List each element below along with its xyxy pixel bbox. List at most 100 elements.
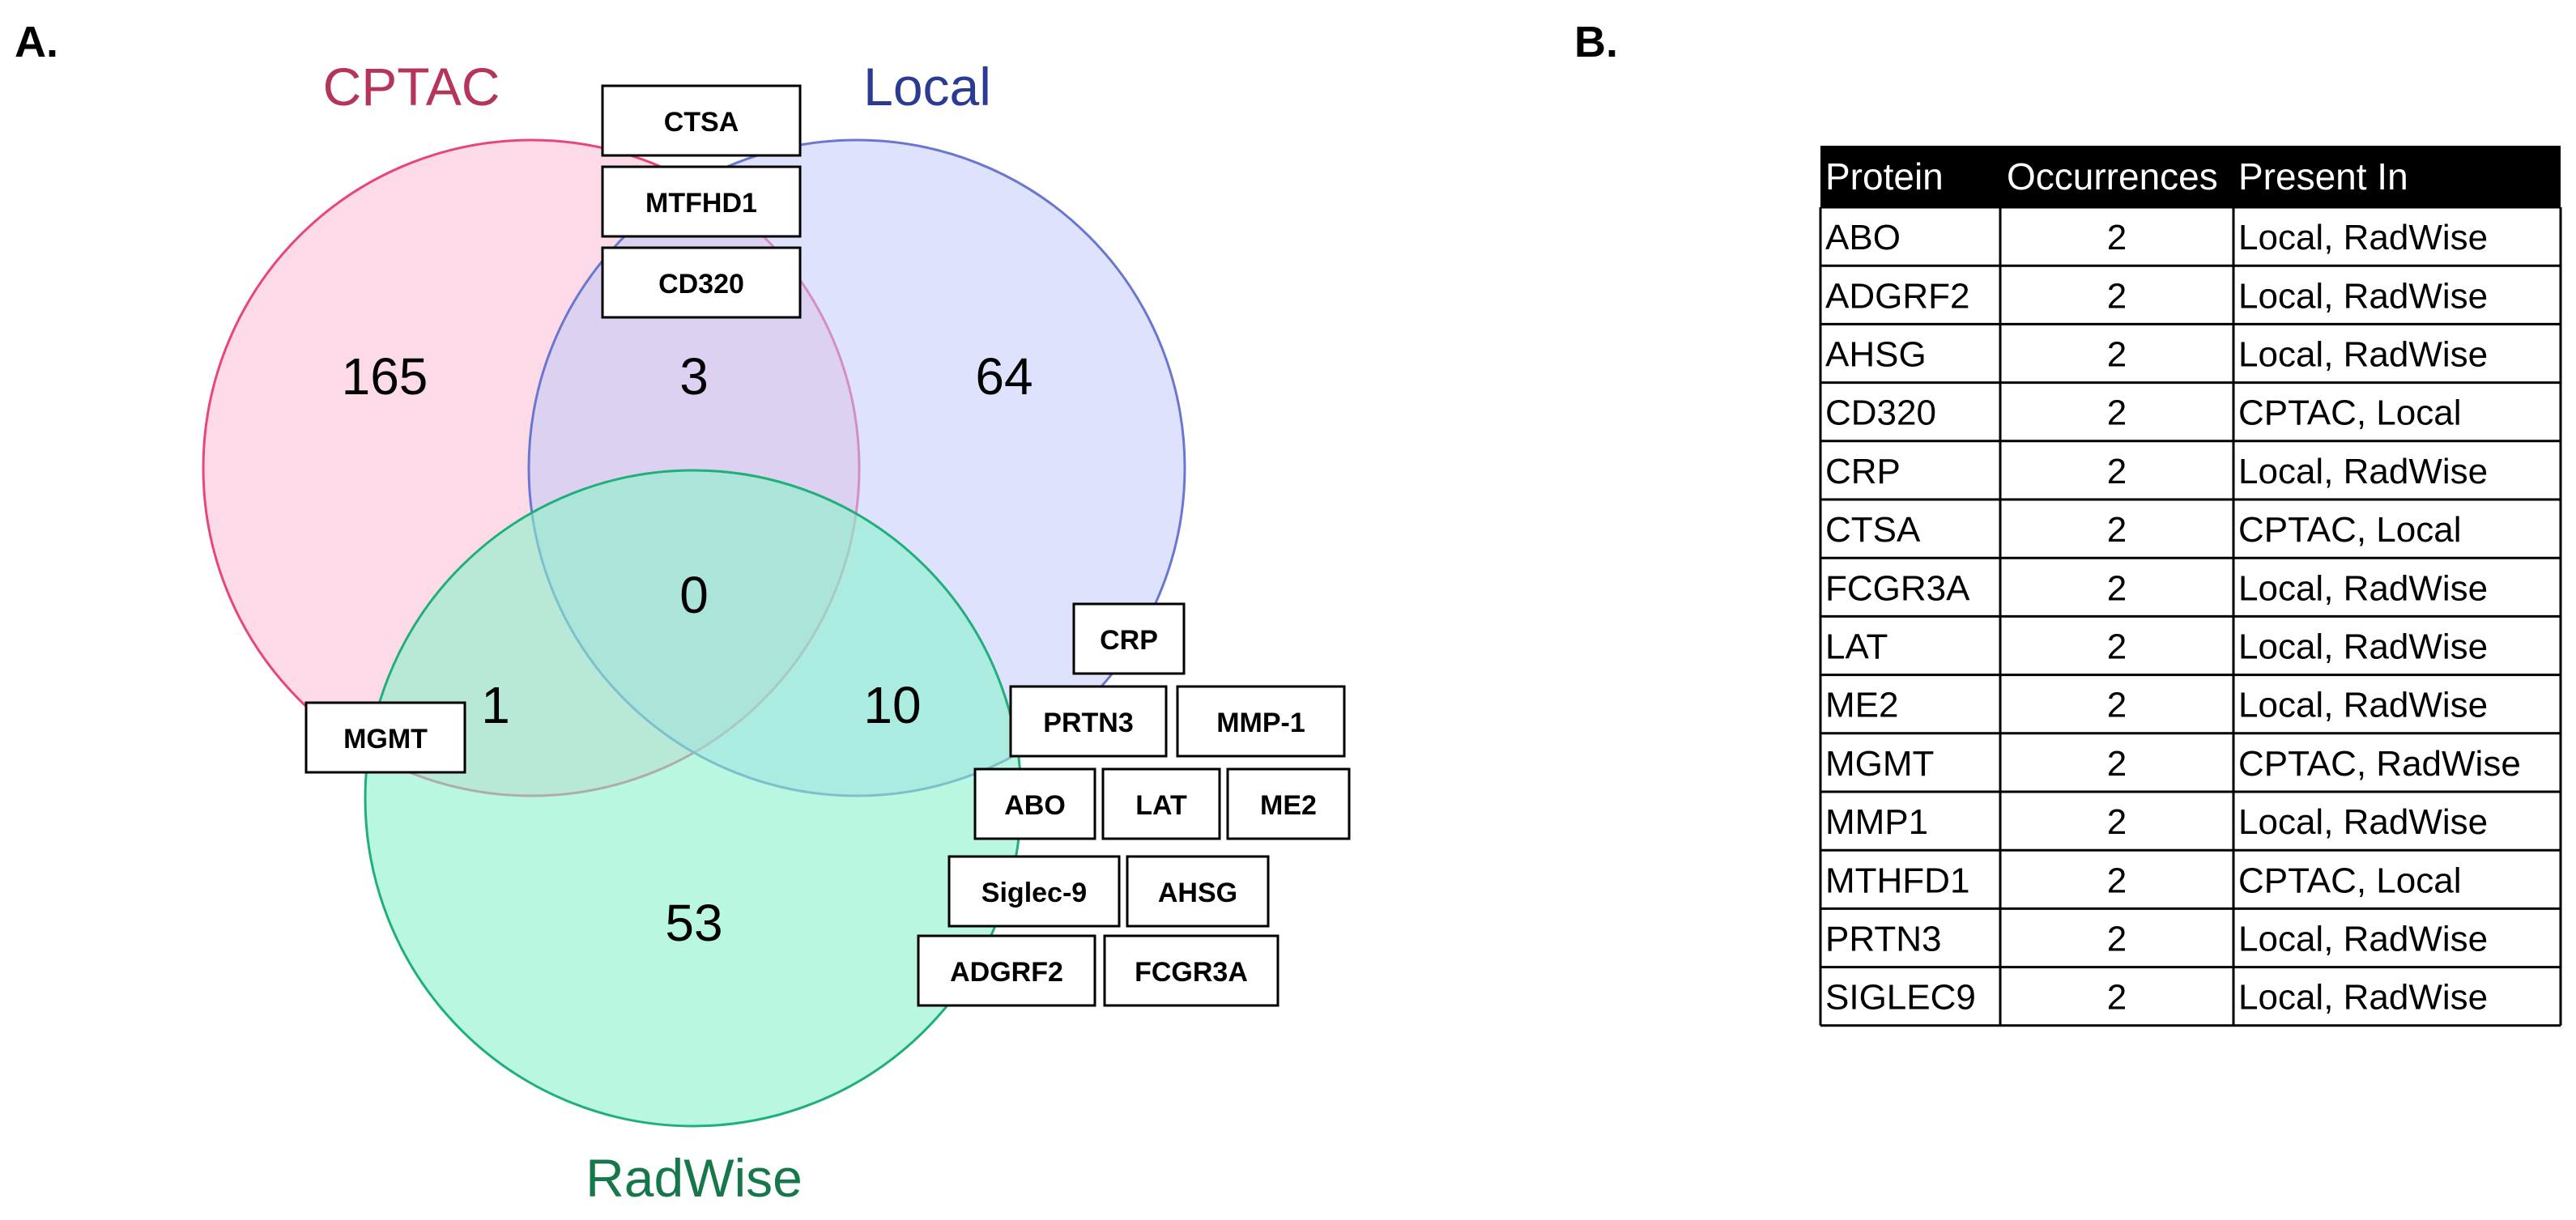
table-cell-protein: CRP	[1825, 452, 1901, 491]
count-radwise-only: 53	[665, 894, 722, 952]
svg-text:ADGRF2: ADGRF2	[950, 957, 1063, 988]
panel-a: A. CPTAC Local RadWise 165 3 64 0 1 10 5…	[15, 18, 1351, 1208]
svg-text:CD320: CD320	[658, 269, 744, 300]
table-row: ME2 2 Local, RadWise	[1825, 686, 2488, 725]
table-cell-protein: AHSG	[1825, 335, 1927, 375]
set-title-local: Local	[863, 57, 991, 117]
table-cell-present-in: Local, RadWise	[2238, 218, 2488, 257]
table-cell-present-in: CPTAC, Local	[2238, 861, 2462, 900]
table-cell-present-in: Local, RadWise	[2238, 686, 2488, 725]
table-cell-occurrences: 2	[2107, 861, 2127, 900]
table-row: CTSA 2 CPTAC, Local	[1825, 510, 2462, 550]
svg-text:Siglec-9: Siglec-9	[981, 878, 1087, 908]
table-row: PRTN3 2 Local, RadWise	[1825, 920, 2488, 959]
table-cell-present-in: Local, RadWise	[2238, 568, 2488, 608]
table-cell-occurrences: 2	[2107, 335, 2127, 375]
svg-text:CTSA: CTSA	[664, 107, 739, 138]
table-cell-occurrences: 2	[2107, 627, 2127, 667]
table-cell-protein: PRTN3	[1825, 920, 1941, 959]
table-cell-occurrences: 2	[2107, 802, 2127, 842]
table-cell-present-in: Local, RadWise	[2238, 452, 2488, 491]
tag-me2: ME2	[1226, 767, 1351, 840]
svg-text:CRP: CRP	[1100, 625, 1158, 656]
tag-mmp-1: MMP-1	[1176, 685, 1346, 758]
table-cell-present-in: CPTAC, RadWise	[2238, 744, 2521, 784]
count-cptac-local: 3	[679, 347, 709, 406]
table-cell-present-in: Local, RadWise	[2238, 978, 2488, 1018]
table-cell-protein: LAT	[1825, 627, 1888, 667]
tag-cd320: CD320	[601, 246, 802, 319]
table-cell-occurrences: 2	[2107, 686, 2127, 725]
count-cptac-radwise: 1	[481, 676, 510, 734]
table-header-bg	[1820, 146, 2561, 207]
table-cell-present-in: Local, RadWise	[2238, 802, 2488, 842]
tag-crp: CRP	[1072, 602, 1186, 675]
table-cell-protein: MGMT	[1825, 744, 1934, 784]
svg-text:LAT: LAT	[1135, 790, 1187, 821]
table-cell-present-in: CPTAC, Local	[2238, 510, 2462, 550]
tag-adgrf2: ADGRF2	[917, 934, 1096, 1007]
table-cell-protein: CTSA	[1825, 510, 1921, 550]
table-cell-occurrences: 2	[2107, 744, 2127, 784]
table-cell-protein: SIGLEC9	[1825, 978, 1976, 1018]
tag-abo: ABO	[973, 767, 1096, 840]
table-row: LAT 2 Local, RadWise	[1825, 627, 2488, 667]
set-title-radwise: RadWise	[585, 1148, 803, 1208]
table-cell-occurrences: 2	[2107, 568, 2127, 608]
table-cell-present-in: Local, RadWise	[2238, 335, 2488, 375]
tag-fcgr3a: FCGR3A	[1103, 934, 1279, 1007]
table-row: CRP 2 Local, RadWise	[1825, 452, 2488, 491]
table-cell-present-in: Local, RadWise	[2238, 627, 2488, 667]
table-cell-present-in: Local, RadWise	[2238, 276, 2488, 316]
panel-a-label: A.	[15, 18, 58, 66]
table-cell-protein: ADGRF2	[1825, 276, 1969, 316]
svg-text:ABO: ABO	[1004, 790, 1066, 821]
table-cell-occurrences: 2	[2107, 393, 2127, 433]
table-cell-present-in: Local, RadWise	[2238, 920, 2488, 959]
table-cell-occurrences: 2	[2107, 452, 2127, 491]
table-cell-protein: FCGR3A	[1825, 568, 1970, 608]
table-cell-protein: ME2	[1825, 686, 1898, 725]
table-row: MTHFD1 2 CPTAC, Local	[1825, 861, 2462, 900]
count-all-three: 0	[679, 566, 709, 624]
panel-b-label: B.	[1574, 18, 1618, 66]
tag-siglec-9: Siglec-9	[947, 855, 1121, 928]
table-header-protein: Protein	[1825, 155, 1944, 198]
table-row: FCGR3A 2 Local, RadWise	[1825, 568, 2488, 608]
count-local-only: 64	[975, 347, 1033, 406]
tag-mgmt: MGMT	[304, 701, 466, 774]
tag-mtfhd1: MTFHD1	[601, 165, 802, 238]
table-header-occurrences: Occurrences	[2007, 155, 2218, 198]
table-header-present-in: Present In	[2238, 155, 2408, 198]
svg-text:ME2: ME2	[1260, 790, 1317, 821]
svg-text:FCGR3A: FCGR3A	[1135, 957, 1248, 988]
table-cell-protein: MTHFD1	[1825, 861, 1969, 900]
table-row: MGMT 2 CPTAC, RadWise	[1825, 744, 2521, 784]
table-cell-occurrences: 2	[2107, 920, 2127, 959]
tag-ctsa: CTSA	[601, 84, 802, 157]
table-cell-occurrences: 2	[2107, 978, 2127, 1018]
set-title-cptac: CPTAC	[323, 57, 500, 117]
table-row: CD320 2 CPTAC, Local	[1825, 393, 2462, 433]
table-cell-protein: ABO	[1825, 218, 1901, 257]
table-row: ADGRF2 2 Local, RadWise	[1825, 276, 2488, 316]
svg-text:AHSG: AHSG	[1158, 878, 1237, 908]
table-row: SIGLEC9 2 Local, RadWise	[1825, 978, 2488, 1018]
table-row: AHSG 2 Local, RadWise	[1825, 335, 2488, 375]
svg-text:PRTN3: PRTN3	[1043, 708, 1133, 738]
tag-prtn3: PRTN3	[1009, 685, 1168, 758]
table-cell-present-in: CPTAC, Local	[2238, 393, 2462, 433]
svg-text:MTFHD1: MTFHD1	[645, 188, 757, 219]
svg-text:MMP-1: MMP-1	[1216, 708, 1305, 738]
table-cell-protein: CD320	[1825, 393, 1936, 433]
table-cell-occurrences: 2	[2107, 510, 2127, 550]
table-cell-occurrences: 2	[2107, 276, 2127, 316]
tag-lat: LAT	[1101, 767, 1221, 840]
count-local-radwise: 10	[863, 676, 921, 734]
